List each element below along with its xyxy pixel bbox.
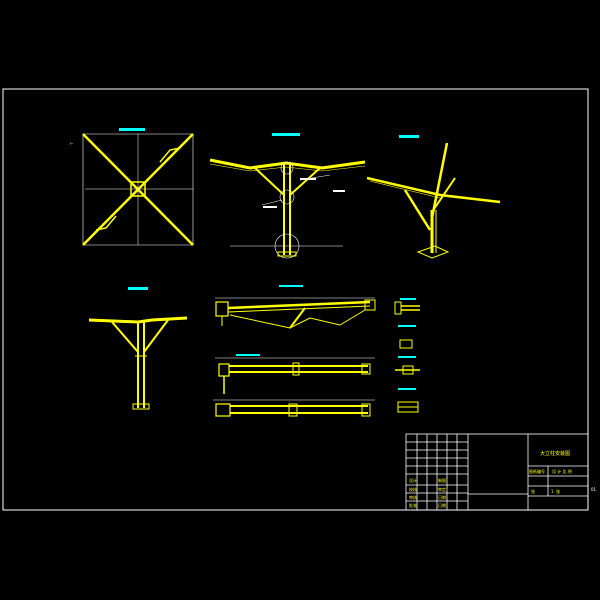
beam-detail-1-label: [279, 285, 303, 287]
section-label-3: [398, 356, 416, 358]
plan-view-side-mark: ⊢: [70, 141, 74, 146]
isometric-view: [366, 142, 501, 259]
beam-detail-2: [215, 357, 375, 394]
role-approved-by: 审定: [438, 486, 446, 492]
project-title: 大立柱安装图: [540, 450, 570, 457]
role-check: 校核: [409, 486, 417, 492]
plan-view: [82, 133, 194, 246]
role-approve: 批准: [409, 502, 417, 508]
beam-detail-1: [215, 297, 376, 329]
edge-mark: 01: [591, 487, 597, 492]
beam-detail-3: [213, 399, 375, 417]
side-elevation: [88, 316, 188, 410]
beam-detail-2-label: [236, 354, 260, 356]
front-elevation: [209, 158, 366, 259]
section-label-1: [400, 298, 416, 300]
front-elevation-note: [300, 178, 316, 180]
role-design: 设计: [409, 477, 417, 483]
drawing-number-label: 图纸编号: [529, 468, 545, 474]
side-elevation-label: [128, 287, 148, 290]
sheet-label: 张: [531, 488, 535, 494]
role-review: 审核: [409, 494, 417, 500]
role-date-1: 日期: [438, 494, 446, 500]
section-label-4: [398, 388, 416, 390]
front-elevation-note-2: [263, 206, 277, 208]
drawing-frame: [2, 88, 589, 511]
section-label-2: [398, 325, 416, 327]
front-elevation-label: [272, 133, 300, 136]
role-draw: 制图: [438, 477, 446, 483]
role-date-2: 日期: [438, 502, 446, 508]
isometric-view-label: [399, 135, 419, 138]
title-block: [405, 433, 589, 511]
sheet-number: 1: [551, 489, 554, 494]
design-scale-label: 设 计 比 例: [552, 468, 572, 474]
plan-view-label: [119, 128, 145, 131]
section-details: [394, 301, 420, 413]
sheet-total: 张: [556, 488, 560, 494]
front-elevation-note-3: [333, 190, 345, 192]
